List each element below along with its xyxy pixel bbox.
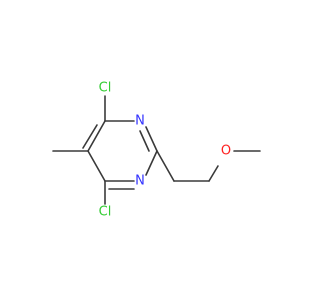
- molecule-structure-diagram: Cl N N Cl O: [52, 80, 261, 220]
- atom-cl-bottom: Cl: [99, 205, 112, 220]
- atom-n-bottom: N: [135, 174, 145, 189]
- bond-n1-c2: [145, 150, 158, 176]
- bond-c2-n3: [145, 126, 158, 152]
- atom-o: O: [221, 144, 231, 159]
- bond-c4-c5: [87, 120, 106, 152]
- bond-group: [52, 95, 261, 205]
- atom-n-top: N: [135, 114, 145, 129]
- bond-c2-n3-double: [139, 130, 150, 152]
- bond-c4-c5-double: [82, 124, 98, 149]
- bond-ch2-o: [208, 165, 219, 182]
- bond-c5-c6: [87, 150, 106, 182]
- atom-cl-top: Cl: [99, 81, 112, 96]
- bond-c2-ch2: [156, 150, 175, 182]
- atom-label-group: Cl N N Cl O: [99, 81, 231, 220]
